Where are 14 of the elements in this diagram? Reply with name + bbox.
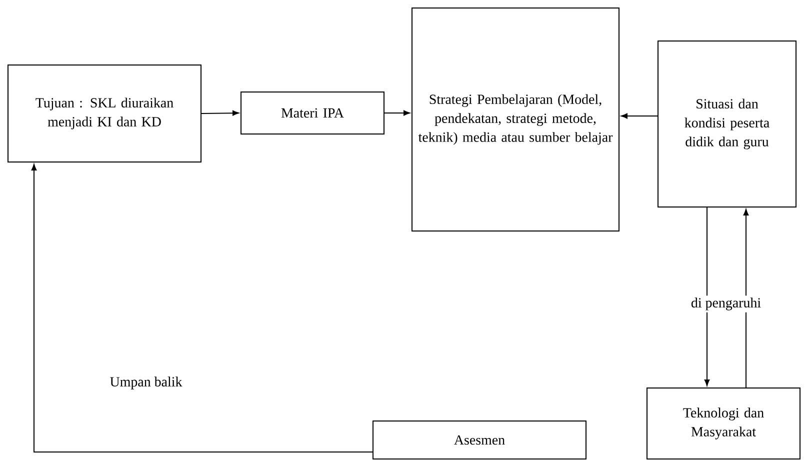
arrow <box>743 209 749 388</box>
edge-label: di pengaruhi <box>688 296 764 312</box>
process-box: Strategi Pembelajaran (Model, pendekatan, strategi metode, teknik) media atau sumber belajar <box>412 8 620 232</box>
process-box: Materi IPA <box>240 92 384 134</box>
arrow <box>201 110 239 116</box>
goal-box: Tujuan : SKL diuraikan menjadi KI dan KD <box>8 64 202 162</box>
arrow <box>31 164 373 452</box>
edge-label: Umpan balik <box>108 374 184 392</box>
process-box: Teknologi dan Masyarakat <box>646 388 800 460</box>
arrow <box>621 113 658 119</box>
arrow <box>704 207 710 386</box>
process-box: Asesmen <box>372 420 586 460</box>
arrow <box>384 110 410 116</box>
process-box: Situasi dan kondisi peserta didik dan guru <box>658 40 796 208</box>
